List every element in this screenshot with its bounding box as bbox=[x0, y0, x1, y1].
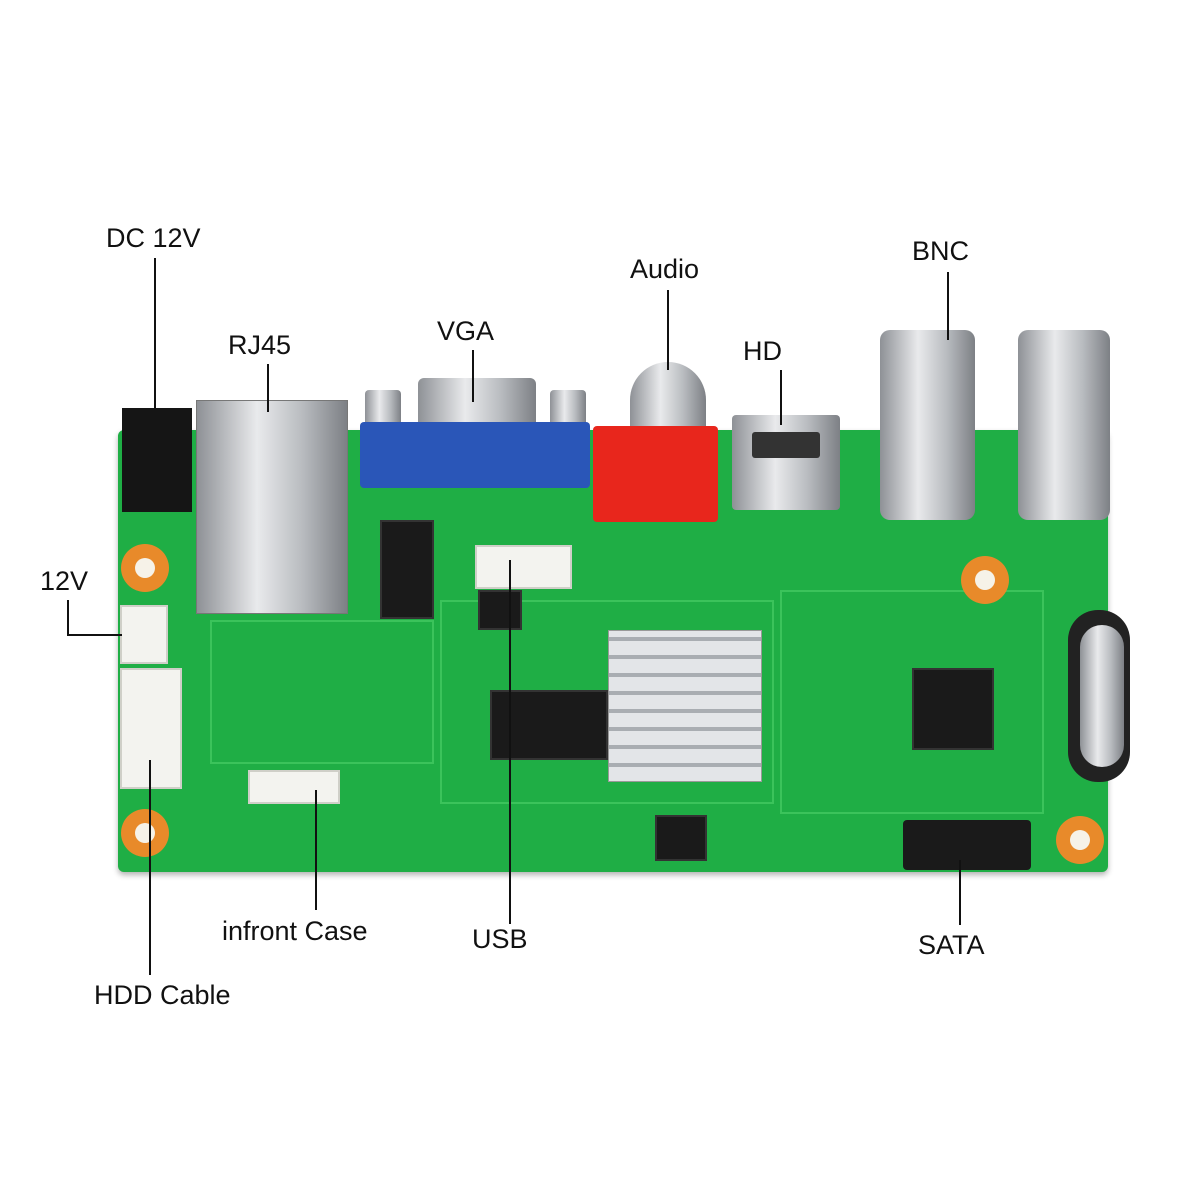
leader-line bbox=[780, 370, 782, 425]
label-infront-case: infront Case bbox=[222, 916, 368, 946]
leader-line bbox=[154, 258, 156, 408]
label-hd: HD bbox=[743, 336, 782, 366]
dc-jack bbox=[122, 408, 192, 512]
flash-chip bbox=[478, 590, 522, 630]
label-audio: Audio bbox=[630, 254, 700, 284]
mount-hole bbox=[961, 556, 1009, 604]
sata-port bbox=[903, 820, 1031, 870]
leader-line bbox=[472, 350, 474, 402]
bnc-port bbox=[880, 330, 975, 520]
heatsink bbox=[608, 630, 762, 782]
label-dc-12v: DC 12V bbox=[106, 223, 201, 253]
front-connector bbox=[248, 770, 340, 804]
trace bbox=[780, 590, 1044, 814]
label-hdd-cable: HDD Cable bbox=[94, 980, 231, 1010]
rca-shell bbox=[630, 362, 706, 432]
leader-line bbox=[947, 272, 949, 340]
label-12v: 12V bbox=[40, 566, 89, 596]
leader-line bbox=[509, 560, 511, 924]
eeprom-chip bbox=[655, 815, 707, 861]
leader-line bbox=[315, 790, 317, 910]
hdmi-port bbox=[732, 415, 840, 510]
12v-connector bbox=[120, 605, 168, 664]
hdmi-slot bbox=[752, 432, 820, 458]
bnc-port bbox=[1018, 330, 1110, 520]
label-rj45: RJ45 bbox=[228, 330, 292, 360]
lan-chip bbox=[380, 520, 434, 619]
vga-post bbox=[550, 390, 586, 426]
label-bnc: BNC bbox=[912, 236, 970, 266]
trace bbox=[440, 600, 774, 804]
leader-line bbox=[959, 860, 961, 925]
usb-connector bbox=[475, 545, 572, 589]
mount-hole bbox=[121, 809, 169, 857]
leader-line bbox=[267, 364, 269, 412]
leader-line bbox=[667, 290, 669, 370]
vga-post bbox=[365, 390, 401, 426]
memory-chip bbox=[490, 690, 608, 760]
mount-hole bbox=[1056, 816, 1104, 864]
video-decoder-chip bbox=[912, 668, 994, 750]
audio-rca-port bbox=[593, 426, 718, 522]
hdd-connector bbox=[120, 668, 182, 789]
mount-hole bbox=[121, 544, 169, 592]
trace bbox=[210, 620, 434, 764]
leader-line bbox=[67, 634, 122, 636]
leader-line bbox=[149, 760, 151, 975]
label-vga: VGA bbox=[437, 316, 495, 346]
leader-line bbox=[67, 600, 69, 636]
label-usb: USB bbox=[472, 924, 528, 954]
battery-cell bbox=[1080, 625, 1124, 767]
vga-port bbox=[360, 422, 590, 488]
rj45-port bbox=[196, 400, 348, 614]
label-sata: SATA bbox=[918, 930, 985, 960]
vga-shell bbox=[418, 378, 536, 428]
